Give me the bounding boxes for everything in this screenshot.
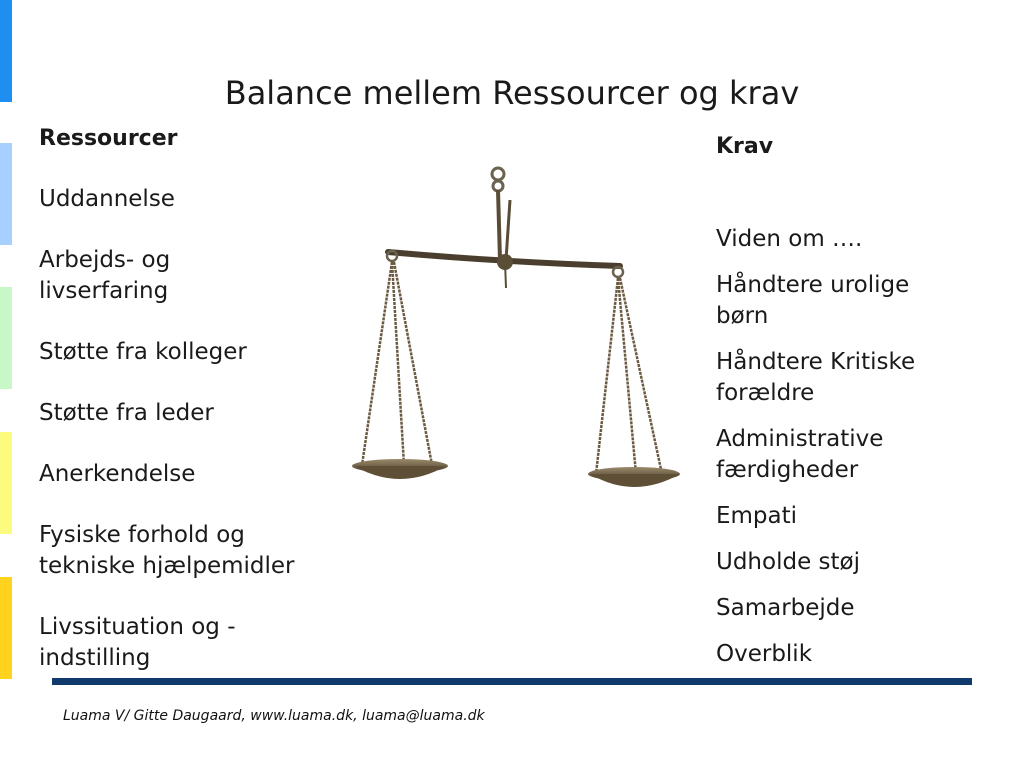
stripe-blue — [0, 0, 12, 102]
demand-item: Empati — [716, 503, 798, 529]
demands-column: Krav Viden om …. Håndtere urolige børn H… — [716, 131, 996, 685]
resource-item: Livssituation og -indstilling — [39, 614, 236, 671]
resource-item: Anerkendelse — [39, 461, 196, 487]
footer-credit: Luama V/ Gitte Daugaard, www.luama.dk, l… — [63, 708, 485, 724]
footer-rule — [52, 678, 972, 685]
demand-item: Administrative færdigheder — [716, 426, 884, 483]
stripe-green — [0, 287, 12, 389]
balance-scale-icon — [352, 166, 680, 487]
resource-item: Støtte fra kolleger — [39, 339, 247, 365]
resources-heading: Ressourcer — [39, 126, 178, 151]
demand-item: Udholde støj — [716, 549, 860, 575]
stripe-lightblue — [0, 143, 12, 245]
demand-item: Overblik — [716, 641, 813, 667]
resources-column: Ressourcer Uddannelse Arbejds- og livser… — [39, 123, 339, 674]
demand-item: Samarbejde — [716, 595, 855, 621]
demands-heading: Krav — [716, 134, 774, 159]
resource-item: Arbejds- og livserfaring — [39, 247, 171, 304]
slide-title: Balance mellem Ressourcer og krav — [224, 74, 800, 112]
demand-item: Viden om …. — [716, 226, 863, 252]
resource-item: Støtte fra leder — [39, 400, 214, 426]
demand-item: Håndtere Kritiske forældre — [716, 349, 916, 406]
stripe-yellow — [0, 432, 12, 534]
stripe-orange — [0, 577, 12, 679]
resource-item: Uddannelse — [39, 186, 175, 212]
demand-item: Håndtere urolige børn — [716, 272, 910, 329]
resource-item: Fysiske forhold og tekniske hjælpemidler — [39, 522, 295, 579]
